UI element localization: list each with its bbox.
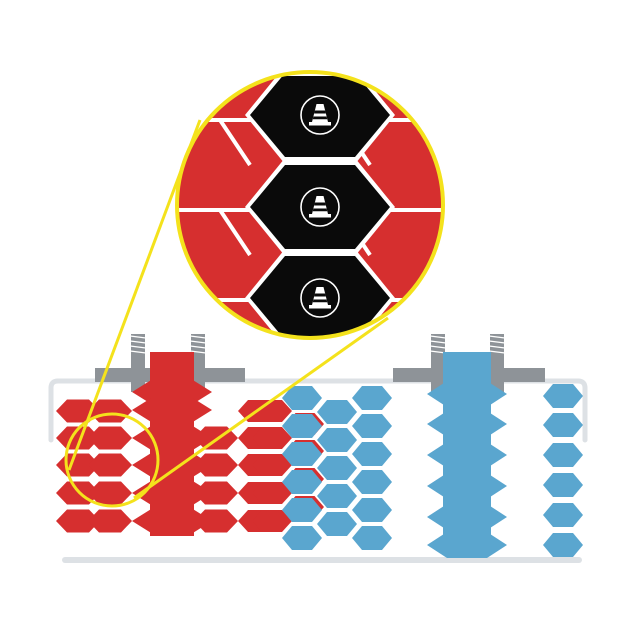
threaded-bolt-icon (191, 334, 205, 392)
red-cell (88, 481, 132, 505)
zoom-cell-outline (245, 72, 395, 76)
red-cell (252, 482, 292, 504)
red-cell (56, 509, 100, 533)
red-cell (88, 426, 132, 450)
blue-cell (352, 414, 392, 438)
blue-cell (352, 442, 392, 466)
bolt-thread (129, 345, 147, 349)
blue-cell (543, 443, 583, 467)
zoom-callout (170, 0, 450, 340)
blue-cell (352, 386, 392, 410)
zoom-spacer (170, 300, 200, 308)
bolt-thread (488, 345, 506, 349)
bolt-thread (429, 345, 447, 349)
red-cell (252, 454, 292, 476)
blue-cell (352, 526, 392, 550)
red-cell (88, 509, 132, 533)
blue-cell (282, 470, 322, 494)
threaded-bolt-icon (490, 334, 504, 392)
tray (48, 378, 588, 563)
threaded-bolt-icon (431, 334, 445, 392)
blue-cell (543, 384, 583, 408)
red-honeycomb-panel (56, 352, 324, 536)
blue-honeycomb-panel (282, 352, 583, 558)
bolt-thread (129, 350, 147, 354)
bolt-thread (129, 335, 147, 339)
red-cell (194, 481, 238, 505)
blue-cell (317, 428, 357, 452)
zoom-cells (170, 0, 450, 338)
red-cell (194, 453, 238, 477)
blue-cell (317, 400, 357, 424)
blue-cell (317, 456, 357, 480)
red-cell (88, 453, 132, 477)
bolt-thread (488, 340, 506, 344)
blue-column-body (443, 400, 491, 550)
blue-cell (543, 533, 583, 557)
zoom-spacer (420, 300, 450, 308)
zoom-black-cell (250, 0, 390, 72)
bolt-thread (429, 335, 447, 339)
blue-cell (317, 512, 357, 536)
bolt-thread (129, 340, 147, 344)
blue-cell (352, 498, 392, 522)
blue-cell (543, 503, 583, 527)
bolt-thread (488, 350, 506, 354)
blue-cell (282, 442, 322, 466)
bolt-thread (189, 350, 207, 354)
zoom-ring (175, 70, 445, 340)
blue-cell (543, 413, 583, 437)
red-cell (252, 510, 292, 532)
zoom-cell-border (218, 208, 252, 257)
red-cell (194, 509, 238, 533)
blue-cell (317, 484, 357, 508)
blue-cell (352, 470, 392, 494)
red-cell (56, 426, 100, 450)
blue-cell (282, 526, 322, 550)
zoom-cell-border (218, 118, 252, 167)
blue-cell (282, 498, 322, 522)
red-cell (252, 427, 292, 449)
magnifier-source-ring (64, 412, 160, 508)
bolt-thread (488, 335, 506, 339)
bolt-thread (189, 340, 207, 344)
blue-cell (282, 386, 322, 410)
blue-cell (543, 473, 583, 497)
bolt-thread (189, 335, 207, 339)
bolt-thread (189, 345, 207, 349)
blue-cell (282, 414, 322, 438)
bolt-thread (429, 340, 447, 344)
threaded-bolt-icon (131, 334, 145, 392)
